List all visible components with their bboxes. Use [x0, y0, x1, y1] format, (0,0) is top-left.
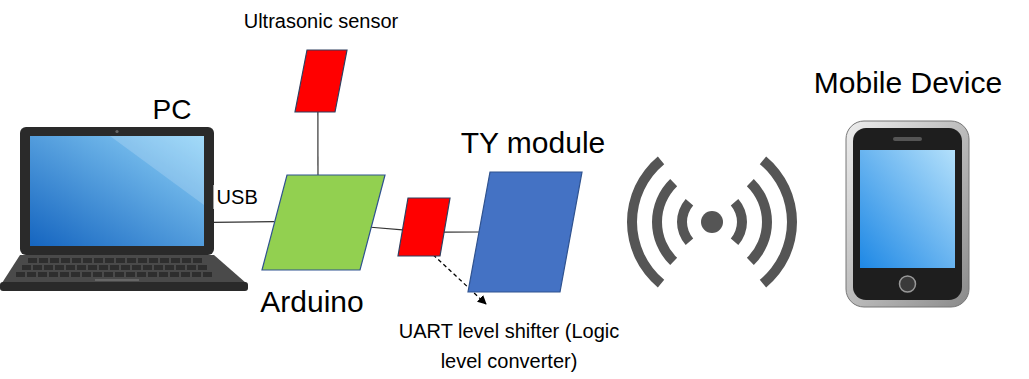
phone-illustration — [846, 121, 969, 307]
connector-label: USB — [214, 185, 261, 209]
connector-line — [371, 227, 403, 230]
parallelogram-shape — [262, 175, 385, 270]
wireless-symbol — [627, 156, 797, 287]
mobile-device: Mobile Device — [845, 120, 970, 308]
node-label: Arduino — [232, 279, 392, 324]
node-label: Ultrasonic sensor — [195, 6, 447, 36]
sensor-box: Ultrasonic sensor — [295, 50, 347, 112]
level-shifter-box: UART level shifter (Logic level converte… — [398, 198, 450, 256]
node-label: UART level shifter (Logic level converte… — [398, 316, 620, 376]
arduino-box: Arduino — [262, 175, 385, 270]
node-outline — [0, 125, 248, 293]
node-label: Mobile Device — [783, 60, 1029, 105]
pc-laptop: PC — [0, 125, 248, 293]
node-label: PC — [140, 89, 204, 131]
parallelogram-shape — [295, 50, 347, 112]
node-outline — [295, 50, 347, 112]
node-outline — [398, 198, 450, 256]
parallelogram-shape — [398, 198, 450, 256]
node-label: TY module — [433, 120, 633, 165]
node-outline — [468, 172, 582, 292]
connector-line — [317, 112, 318, 175]
ty-module-box: TY module — [468, 172, 582, 292]
node-outline — [262, 175, 385, 270]
parallelogram-shape — [468, 172, 582, 292]
connector-line — [444, 231, 479, 232]
connector-line — [212, 221, 274, 223]
laptop-illustration — [0, 127, 248, 291]
node-outline — [845, 120, 970, 308]
